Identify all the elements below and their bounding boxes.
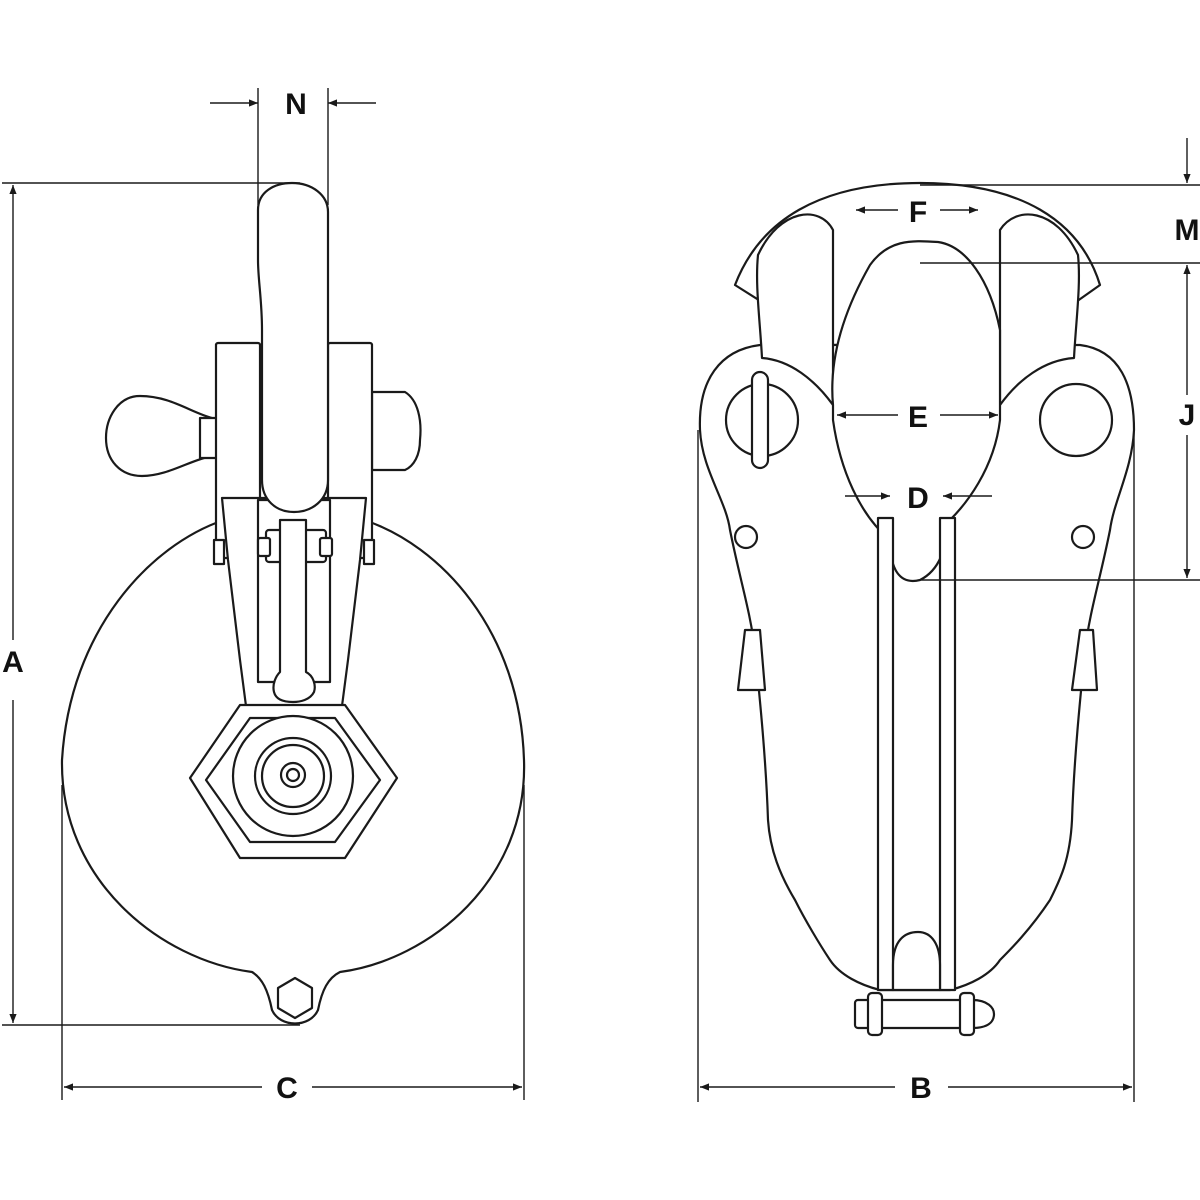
dim-label-b: B <box>910 1072 932 1105</box>
hub-ring-inner <box>260 743 326 809</box>
dim-label-c: C <box>276 1072 298 1105</box>
pin-head-right <box>970 998 996 1030</box>
side-dimensions: M J F E D B <box>697 138 1200 1105</box>
link-cap-left <box>256 536 272 558</box>
side-view <box>698 181 1136 1037</box>
dim-label-e: E <box>908 401 928 434</box>
pin-collar-right <box>958 991 976 1037</box>
right-lug <box>1070 628 1099 692</box>
left-rivet <box>733 524 759 550</box>
pin-collar-left <box>866 991 884 1037</box>
axle-outer <box>279 761 307 789</box>
left-bar <box>876 516 895 992</box>
front-dimensions: N A C <box>2 88 525 1105</box>
axle-inner <box>285 767 301 783</box>
wing-handle <box>104 394 214 478</box>
left-pocket <box>755 213 835 407</box>
front-view <box>60 181 526 1025</box>
side-stud <box>370 390 422 472</box>
left-lug <box>736 628 767 692</box>
right-pocket <box>998 213 1081 407</box>
dim-label-n: N <box>285 88 307 121</box>
bottom-nut <box>276 976 314 1020</box>
right-eye <box>1038 382 1114 458</box>
right-rivet <box>1070 524 1096 550</box>
right-bar <box>938 516 957 992</box>
center-rod <box>272 518 316 704</box>
bottom-arch <box>891 930 942 992</box>
hub-outer-circle <box>231 714 355 838</box>
hub-ring <box>253 736 333 816</box>
plate-tab-right <box>362 538 376 566</box>
dim-label-a: A <box>2 646 24 679</box>
dim-label-m: M <box>1175 214 1200 247</box>
left-eye-slot <box>750 370 770 470</box>
dim-label-d: D <box>907 482 929 515</box>
dim-label-j: J <box>1179 399 1196 432</box>
hook-blade <box>256 181 330 514</box>
dim-label-f: F <box>909 196 927 229</box>
plate-tab-left <box>212 538 226 566</box>
link-cap-right <box>318 536 334 558</box>
